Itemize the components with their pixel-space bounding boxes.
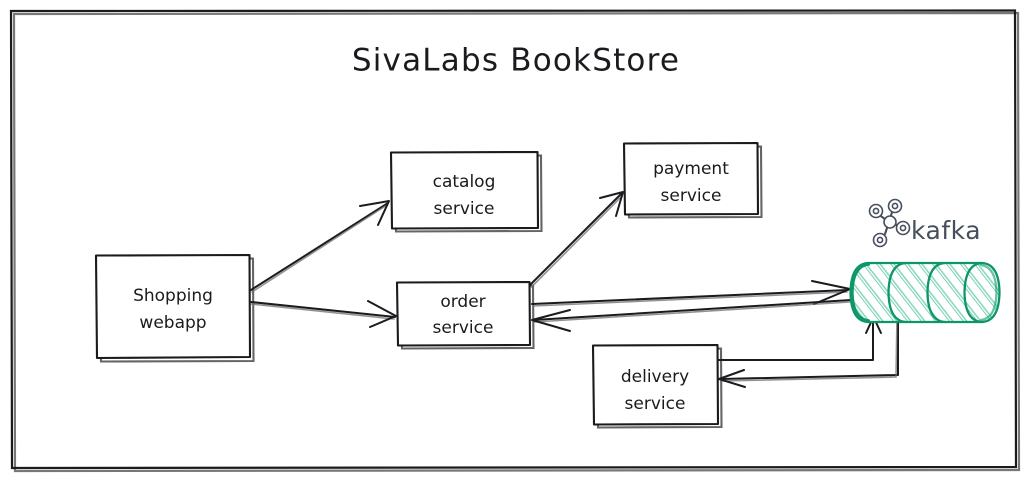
node-order-service[interactable]: order service bbox=[395, 280, 535, 350]
node-shopping-webapp[interactable]: Shopping webapp bbox=[94, 253, 255, 363]
connection-webapp-to-catalog bbox=[250, 200, 390, 293]
node-kafka-broker[interactable]: kafka bbox=[849, 198, 1001, 324]
connection-kafka-to-order bbox=[531, 299, 852, 332]
node-label-payment-service-line2: service bbox=[661, 186, 722, 206]
node-label-delivery-service-line2: service bbox=[625, 394, 686, 414]
node-label-payment-service-line1: payment bbox=[653, 159, 729, 179]
connection-kafka-to-delivery bbox=[718, 312, 899, 388]
node-payment-service[interactable]: payment service bbox=[622, 141, 763, 219]
node-label-catalog-service-line2: service bbox=[434, 199, 495, 219]
node-label-shopping-webapp-line1: Shopping bbox=[133, 286, 213, 306]
node-label-order-service-line1: order bbox=[440, 292, 485, 312]
node-delivery-service[interactable]: delivery service bbox=[591, 343, 723, 429]
connection-order-to-payment bbox=[529, 191, 624, 288]
node-label-delivery-service-line1: delivery bbox=[621, 367, 689, 387]
kafka-logo-icon bbox=[868, 198, 911, 248]
diagram-frame bbox=[9, 9, 1021, 473]
node-label-order-service-line2: service bbox=[433, 318, 494, 338]
connection-webapp-to-order bbox=[250, 300, 397, 328]
node-label-shopping-webapp-line2: webapp bbox=[139, 313, 206, 333]
kafka-label: kafka bbox=[911, 216, 981, 245]
connection-delivery-to-kafka bbox=[718, 316, 882, 361]
page-title: SivaLabs BookStore bbox=[352, 43, 680, 79]
node-label-catalog-service-line1: catalog bbox=[433, 172, 496, 192]
node-catalog-service[interactable]: catalog service bbox=[389, 150, 543, 233]
